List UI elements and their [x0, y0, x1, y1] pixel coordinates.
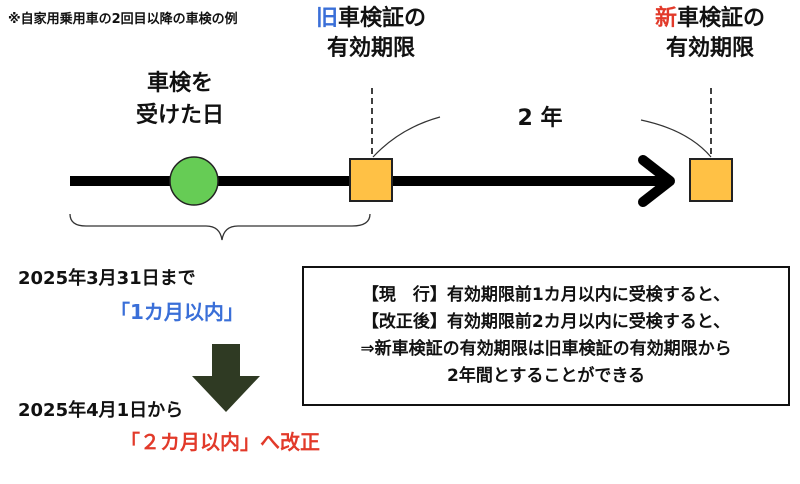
current-range: 「1カ月以内」 — [110, 300, 244, 324]
new-cert-expiry-label: 新車検証の 有効期限 — [635, 4, 785, 64]
inspection-line1: 車検を — [146, 71, 213, 96]
old-expiry-square — [349, 158, 393, 202]
old-prefix: 旧 — [315, 6, 338, 31]
info-line-current: 【現 行】有効期限前1カ月以内に受検すると、 — [361, 285, 731, 305]
until-date: 2025年3月31日まで — [18, 268, 196, 289]
info-box: 【現 行】有効期限前1カ月以内に受検すると、 【改正後】有効期限前2カ月以内に受… — [302, 266, 790, 406]
inspection-line2: 受けた日 — [135, 103, 224, 128]
new-expiry-square — [689, 158, 733, 202]
inspection-day-label: 車検を 受けた日 — [120, 68, 240, 132]
old-cert-expiry-label: 旧車検証の 有効期限 — [296, 4, 446, 64]
new-cert-line1: 車検証の — [677, 6, 766, 31]
old-cert-line1: 車検証の — [338, 6, 427, 31]
info-line-result: ⇒新車検証の有効期限は旧車検証の有効期限から — [360, 339, 732, 359]
info-line-revised: 【改正後】有効期限前2カ月以内に受検すると、 — [361, 312, 731, 332]
from-date: 2025年4月1日から — [18, 400, 184, 421]
down-arrow — [192, 344, 260, 412]
period-label: 2 年 — [517, 106, 563, 131]
period-right-curve — [640, 119, 712, 158]
revised-range: 「２カ月以内」へ改正 — [120, 430, 320, 454]
period-left-curve — [372, 116, 441, 158]
inspection-day-circle — [169, 156, 219, 206]
timeline-arrow-head — [638, 155, 675, 207]
info-line-period: 2年間とすることができる — [447, 366, 645, 386]
range-brace — [69, 213, 371, 241]
new-cert-line2: 有効期限 — [665, 36, 754, 61]
example-note: ※自家用乗用車の2回目以降の車検の例 — [8, 12, 238, 27]
old-cert-line2: 有効期限 — [326, 36, 415, 61]
new-prefix: 新 — [654, 6, 677, 31]
